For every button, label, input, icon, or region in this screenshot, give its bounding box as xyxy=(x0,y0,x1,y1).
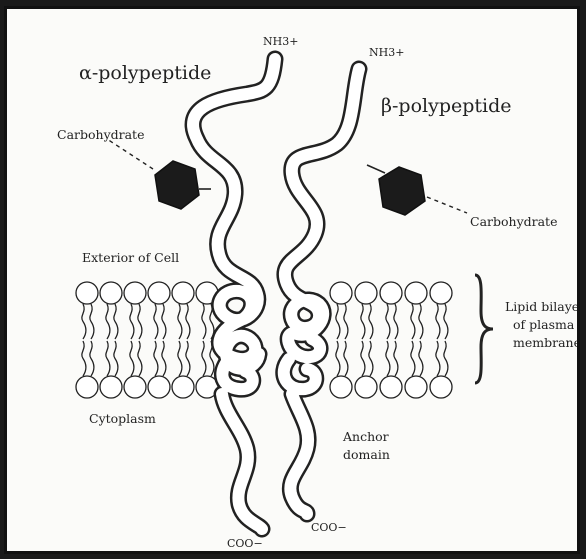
diagram-canvas: α-polypeptide β-polypeptide Carbohydrate… xyxy=(7,9,577,551)
phospholipid-head-inner-9 xyxy=(405,376,427,398)
phospholipid-head-outer-8 xyxy=(380,282,402,304)
phospholipid-tail-inner-8-b xyxy=(394,341,398,376)
phospholipid-head-outer-2 xyxy=(124,282,146,304)
phospholipid-tail-inner-0-a xyxy=(82,341,86,376)
phospholipid-tail-outer-0-b xyxy=(90,304,94,339)
phospholipid-tail-inner-0-b xyxy=(90,341,94,376)
c-terminus-beta-label: COO− xyxy=(311,521,347,534)
carbohydrate-left-label: Carbohydrate xyxy=(57,127,144,142)
phospholipid-head-inner-7 xyxy=(355,376,377,398)
phospholipid-head-inner-1 xyxy=(100,376,122,398)
phospholipid-tail-outer-6-a xyxy=(336,304,340,339)
phospholipid-head-outer-6 xyxy=(330,282,352,304)
phospholipid-tail-outer-8-b xyxy=(394,304,398,339)
phospholipid-head-inner-2 xyxy=(124,376,146,398)
phospholipid-head-outer-1 xyxy=(100,282,122,304)
phospholipid-tail-outer-4-a xyxy=(178,304,182,339)
phospholipid-tail-outer-2-a xyxy=(130,304,134,339)
phospholipid-tail-inner-3-a xyxy=(154,341,158,376)
phospholipid-head-inner-8 xyxy=(380,376,402,398)
phospholipid-tail-inner-2-a xyxy=(130,341,134,376)
phospholipid-tail-inner-1-a xyxy=(106,341,110,376)
phospholipid-head-inner-10 xyxy=(430,376,452,398)
anchor-domain-label-line2: domain xyxy=(343,447,390,462)
phospholipid-tail-outer-1-b xyxy=(114,304,118,339)
exterior-of-cell-label: Exterior of Cell xyxy=(82,250,179,265)
n-terminus-beta-label: NH3+ xyxy=(369,46,404,59)
phospholipid-head-inner-0 xyxy=(76,376,98,398)
beta-polypeptide-label: β-polypeptide xyxy=(381,95,512,117)
bilayer-label-line3: membrane xyxy=(513,335,577,350)
membrane-protein-diagram: α-polypeptide β-polypeptide Carbohydrate… xyxy=(4,6,580,554)
phospholipid-tail-inner-9-a xyxy=(411,341,415,376)
cytoplasm-label: Cytoplasm xyxy=(89,411,156,426)
phospholipid-tail-outer-9-b xyxy=(419,304,423,339)
alpha-polypeptide-label: α-polypeptide xyxy=(79,62,211,84)
phospholipid-head-outer-0 xyxy=(76,282,98,304)
phospholipid-tail-inner-4-a xyxy=(178,341,182,376)
phospholipid-tail-outer-3-a xyxy=(154,304,158,339)
phospholipid-head-outer-10 xyxy=(430,282,452,304)
phospholipid-tail-outer-8-a xyxy=(386,304,390,339)
carbohydrate-right-icon xyxy=(367,165,467,215)
phospholipid-tail-outer-2-b xyxy=(138,304,142,339)
phospholipid-head-inner-6 xyxy=(330,376,352,398)
phospholipid-tail-inner-7-b xyxy=(369,341,373,376)
phospholipid-tail-inner-9-b xyxy=(419,341,423,376)
phospholipid-tail-inner-1-b xyxy=(114,341,118,376)
phospholipid-tail-outer-9-a xyxy=(411,304,415,339)
phospholipid-tail-outer-6-b xyxy=(344,304,348,339)
phospholipid-tails xyxy=(82,304,448,376)
phospholipid-tail-outer-0-a xyxy=(82,304,86,339)
phospholipid-tail-outer-10-a xyxy=(436,304,440,339)
phospholipid-tail-inner-8-a xyxy=(386,341,390,376)
phospholipid-tail-inner-10-b xyxy=(444,341,448,376)
phospholipid-tail-outer-5-a xyxy=(202,304,206,339)
phospholipid-tail-inner-3-b xyxy=(162,341,166,376)
phospholipid-head-inner-4 xyxy=(172,376,194,398)
phospholipid-tail-inner-6-b xyxy=(344,341,348,376)
phospholipid-tail-outer-1-a xyxy=(106,304,110,339)
bilayer-label-line1: Lipid bilayer xyxy=(505,299,577,314)
phospholipid-head-outer-4 xyxy=(172,282,194,304)
phospholipid-tail-outer-3-b xyxy=(162,304,166,339)
phospholipid-tail-inner-7-a xyxy=(361,341,365,376)
phospholipid-tail-outer-10-b xyxy=(444,304,448,339)
c-terminus-alpha-label: COO− xyxy=(227,537,263,550)
phospholipid-tail-inner-6-a xyxy=(336,341,340,376)
phospholipid-tail-outer-7-b xyxy=(369,304,373,339)
bilayer-brace xyxy=(475,275,493,383)
phospholipid-head-inner-3 xyxy=(148,376,170,398)
phospholipid-tail-inner-5-a xyxy=(202,341,206,376)
phospholipid-tail-inner-10-a xyxy=(436,341,440,376)
phospholipid-tail-inner-2-b xyxy=(138,341,142,376)
anchor-domain-label-line1: Anchor xyxy=(342,429,389,444)
bilayer-label-line2: of plasma xyxy=(513,317,575,332)
phospholipid-tail-inner-4-b xyxy=(186,341,190,376)
phospholipid-tail-outer-7-a xyxy=(361,304,365,339)
phospholipid-tail-outer-4-b xyxy=(186,304,190,339)
n-terminus-alpha-label: NH3+ xyxy=(263,35,298,48)
carbohydrate-right-label: Carbohydrate xyxy=(470,214,557,229)
phospholipid-head-outer-3 xyxy=(148,282,170,304)
phospholipid-head-outer-9 xyxy=(405,282,427,304)
phospholipid-head-outer-7 xyxy=(355,282,377,304)
